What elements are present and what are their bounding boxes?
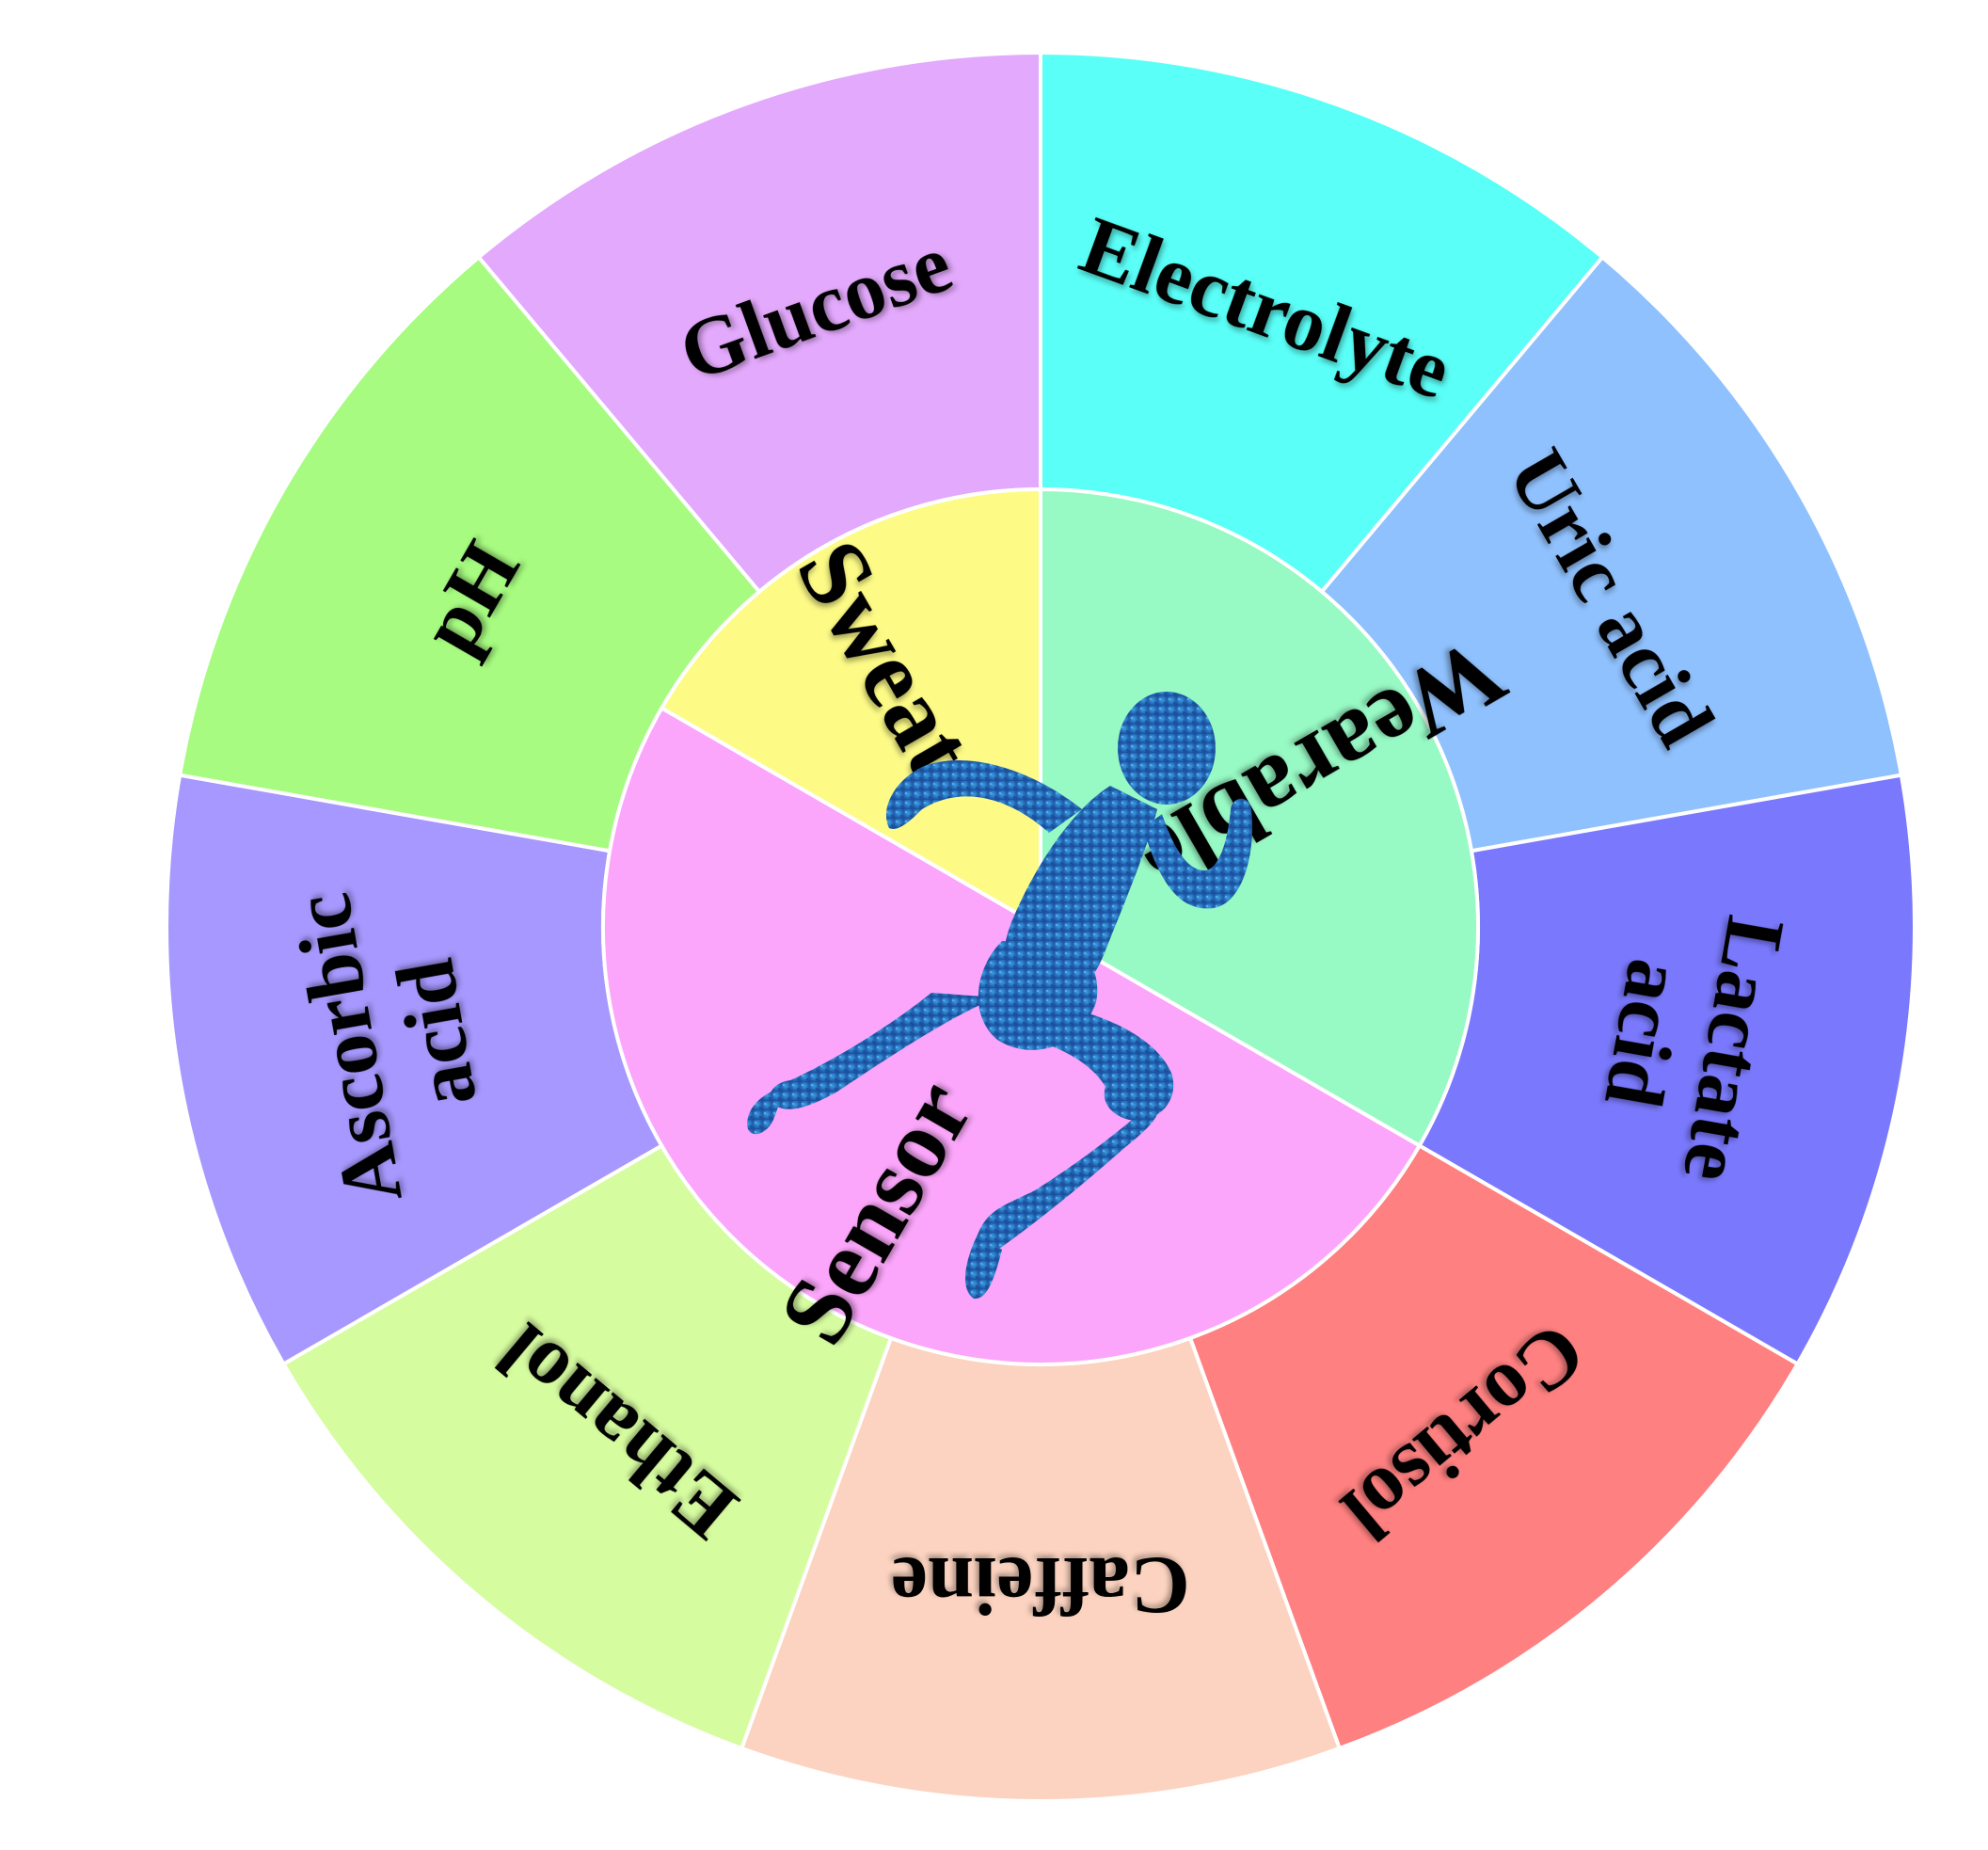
running-person-icon (747, 692, 1252, 1300)
segment-ethanol: Ethanol (279, 1142, 894, 1752)
segment-label-caffeine: Caffeine (891, 1540, 1190, 1632)
inner-sector-wearable (1039, 486, 1480, 1149)
segment-label-line: Caffeine (891, 1540, 1190, 1632)
inner-sector-wearable-wedge (1039, 486, 1480, 1149)
segment-electrolyte: Electrolyte (1039, 49, 1606, 595)
wheel-rim (163, 49, 1918, 1805)
segment-uric-acid: Uric acid (1319, 253, 1905, 853)
inner-sector-sweat (659, 486, 1042, 931)
inner-sector-sweat-wedge (659, 486, 1042, 931)
segment-cortisol: Cortisol (1187, 1142, 1802, 1752)
